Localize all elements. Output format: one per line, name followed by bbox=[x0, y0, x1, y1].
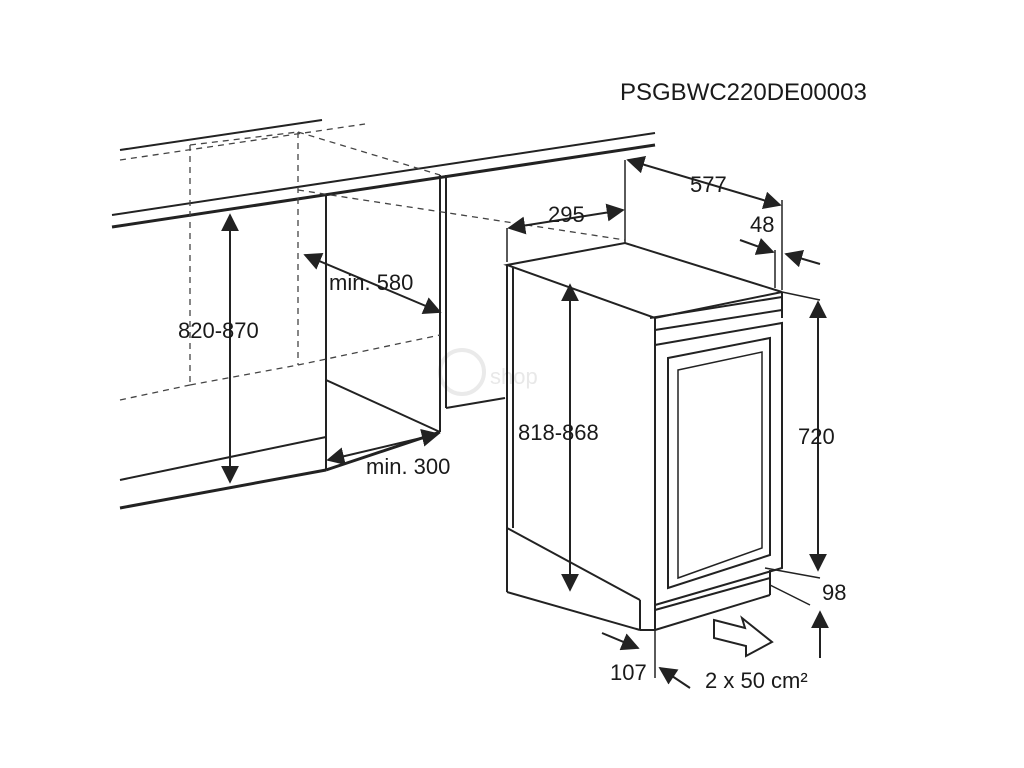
appliance-width-label: 295 bbox=[548, 202, 585, 227]
niche-width-label: min. 300 bbox=[366, 454, 450, 479]
extension-lines bbox=[506, 160, 821, 678]
plinth-height-label: 98 bbox=[822, 580, 846, 605]
kitchen-niche bbox=[111, 119, 656, 510]
appliance-depth-label: 577 bbox=[690, 172, 727, 197]
dimension-plinth-depth bbox=[601, 632, 691, 689]
door-offset-label: 48 bbox=[750, 212, 774, 237]
dimension-niche-depth bbox=[303, 253, 442, 314]
dimension-appliance-depth bbox=[626, 155, 782, 210]
ventilation-label: 2 x 50 cm² bbox=[705, 668, 808, 693]
niche-height-label: 820-870 bbox=[178, 318, 259, 343]
niche-depth-label: min. 580 bbox=[329, 270, 413, 295]
plinth-depth-label: 107 bbox=[610, 660, 647, 685]
appliance-height-label: 818-868 bbox=[518, 420, 599, 445]
model-code: PSGBWC220DE00003 bbox=[620, 79, 867, 106]
watermark: shop bbox=[438, 348, 538, 396]
dimension-niche-width bbox=[326, 428, 440, 466]
dimension-appliance-width bbox=[507, 203, 625, 235]
cabinet-height-label: 720 bbox=[798, 424, 835, 449]
dimension-door-offset bbox=[739, 238, 821, 268]
ventilation-arrow-icon bbox=[713, 615, 774, 658]
